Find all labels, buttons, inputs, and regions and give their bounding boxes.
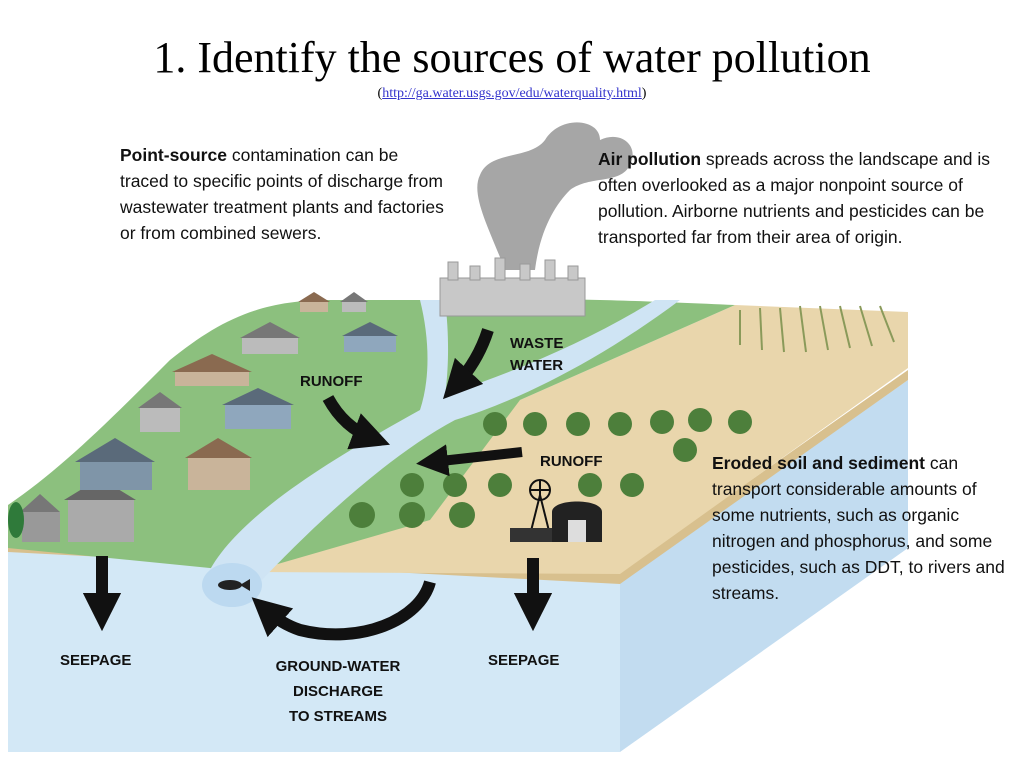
soil-strip <box>8 370 908 584</box>
house-icon <box>185 438 252 490</box>
house-icon <box>298 292 330 312</box>
groundwater-discharge-arrow <box>251 580 436 641</box>
label-runoff-right: RUNOFF <box>540 453 603 470</box>
stream <box>205 300 680 580</box>
note-eroded-soil-lead: Eroded soil and sediment <box>712 453 925 473</box>
factory-icon <box>439 257 586 317</box>
label-groundwater-3: TO STREAMS <box>289 708 387 725</box>
waste-water-arrow <box>442 328 494 400</box>
fish-icon <box>218 579 250 591</box>
label-seepage-left: SEEPAGE <box>60 652 131 669</box>
note-point-source-lead: Point-source <box>120 145 227 165</box>
house-icon <box>342 322 398 352</box>
house-icon <box>172 354 252 386</box>
house-icon <box>340 292 368 312</box>
orchard-trees <box>349 408 752 528</box>
tree-icon <box>8 502 24 538</box>
crop-field <box>739 305 895 353</box>
house-icon <box>240 322 300 354</box>
air-pollution-smoke <box>477 122 633 270</box>
note-air-pollution-lead: Air pollution <box>598 149 702 169</box>
source-citation: (http://ga.water.usgs.gov/edu/waterquali… <box>377 86 647 101</box>
house-icon <box>75 438 155 490</box>
house-icon <box>20 494 60 542</box>
note-point-source-text: contamination can be traced to specific … <box>120 145 444 243</box>
groundwater-side <box>620 380 908 752</box>
runoff-arrow-left <box>322 394 390 450</box>
label-runoff-left: RUNOFF <box>300 373 363 390</box>
label-waste: WASTE <box>510 335 563 352</box>
note-air-pollution-text: spreads across the landscape and is ofte… <box>598 149 990 247</box>
slide-title: 1. Identify the sources of water polluti… <box>153 33 871 82</box>
barn-icon <box>510 501 602 542</box>
groundwater-block <box>8 548 620 752</box>
source-link[interactable]: http://ga.water.usgs.gov/edu/waterqualit… <box>382 86 642 101</box>
runoff-arrow-right <box>416 444 523 477</box>
note-eroded-soil: Eroded soil and sediment can transport c… <box>712 450 1012 606</box>
label-water: WATER <box>510 357 563 374</box>
label-groundwater-2: DISCHARGE <box>293 683 383 700</box>
note-eroded-soil-text: can transport considerable amounts of so… <box>712 453 1005 603</box>
house-icon <box>222 388 294 429</box>
houses <box>8 292 398 542</box>
note-point-source: Point-source contamination can be traced… <box>120 142 450 246</box>
house-icon <box>138 392 182 432</box>
label-seepage-right: SEEPAGE <box>488 652 559 669</box>
label-groundwater-1: GROUND-WATER <box>276 658 401 675</box>
note-air-pollution: Air pollution spreads across the landsca… <box>598 146 1018 250</box>
